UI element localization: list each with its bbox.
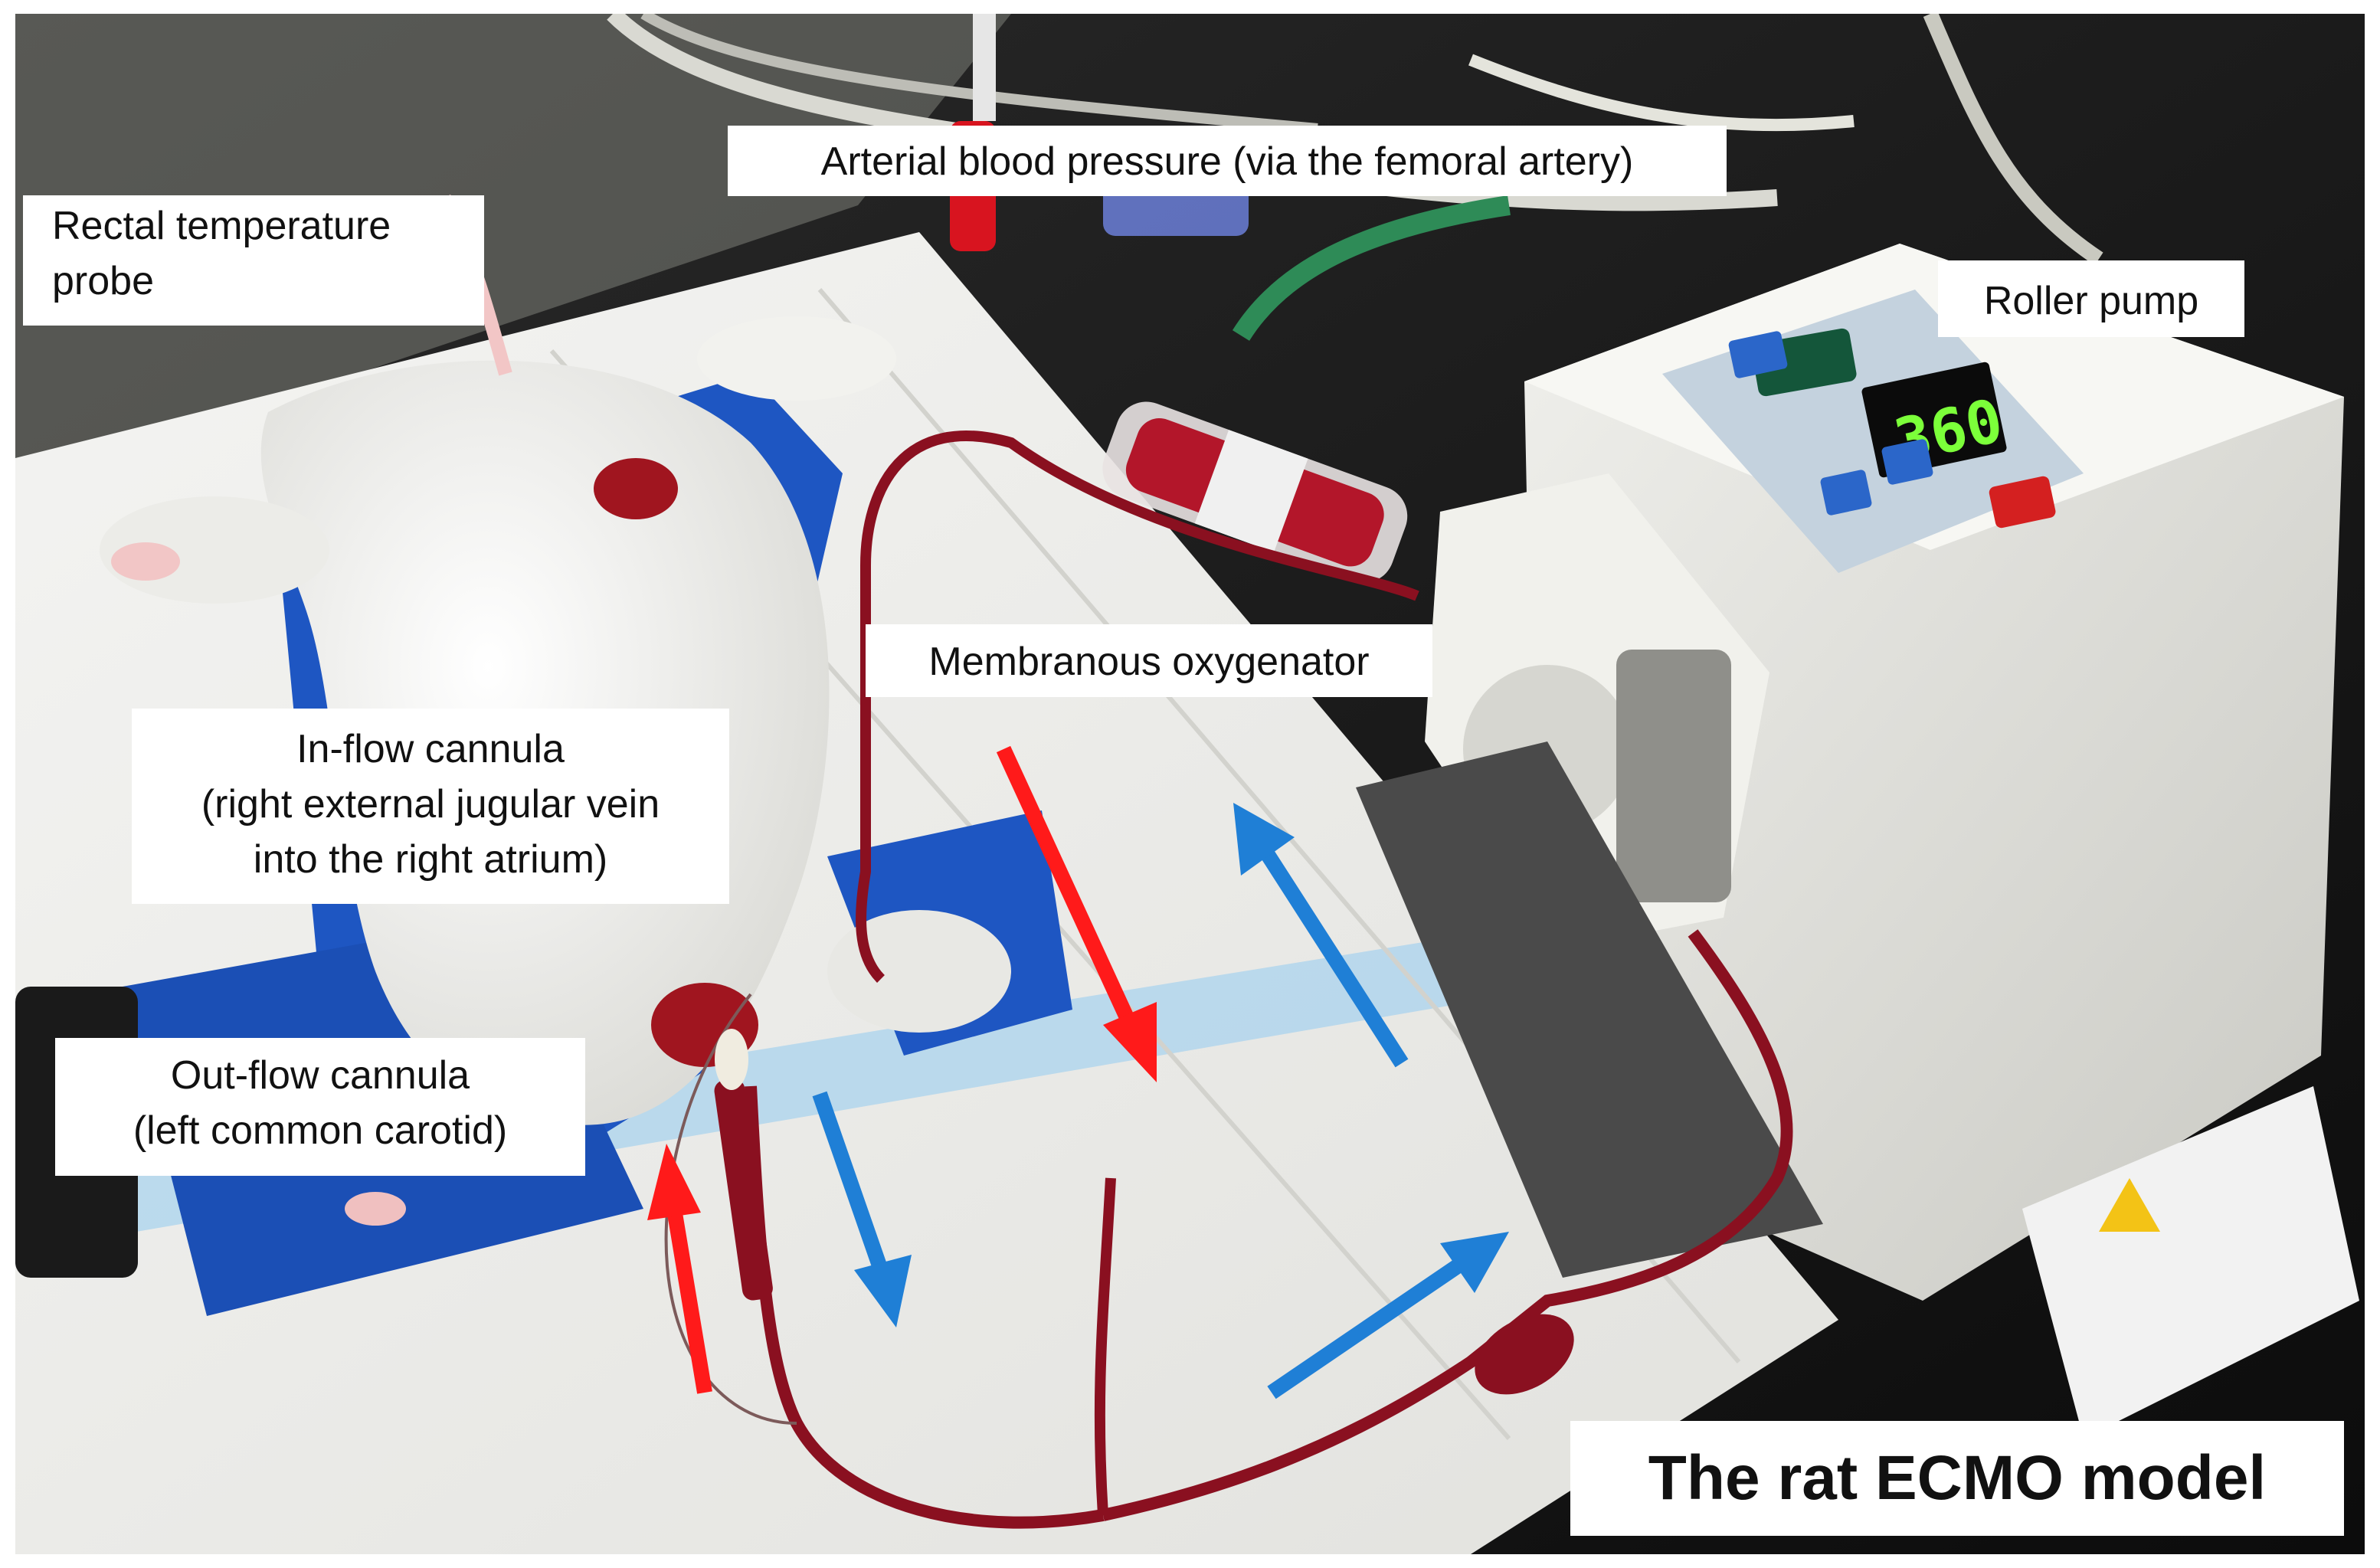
arterial-flow-arrow-up	[647, 1144, 712, 1394]
venous-flow-arrow-right	[1267, 1232, 1509, 1399]
outflow-cannula-label: Out-flow cannula (left common carotid)	[55, 1038, 585, 1176]
inflow-cannula-label: In-flow cannula (right external jugular …	[132, 709, 729, 904]
venous-flow-arrow-down	[812, 1091, 912, 1327]
figure-title: The rat ECMO model	[1570, 1421, 2344, 1536]
membranous-oxygenator-label: Membranous oxygenator	[866, 624, 1432, 697]
arterial-blood-pressure-label: Arterial blood pressure (via the femoral…	[728, 126, 1727, 196]
venous-flow-arrow-up	[1233, 803, 1409, 1068]
rectal-temperature-probe-label: Rectal temperature probe	[23, 195, 484, 326]
arterial-flow-arrow-down	[996, 745, 1157, 1082]
roller-pump-label: Roller pump	[1938, 260, 2244, 337]
